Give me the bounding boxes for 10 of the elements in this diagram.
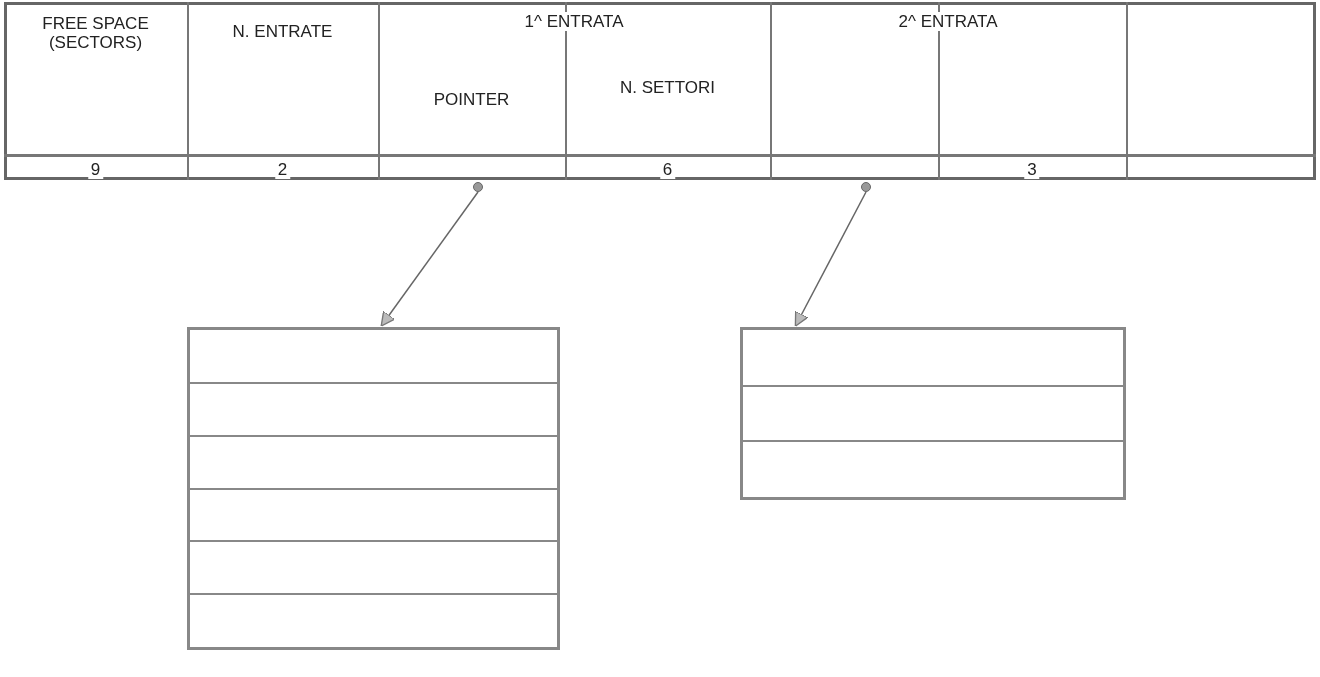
cell-value: 6 — [659, 160, 676, 179]
pointer-dot — [861, 182, 871, 192]
arrow — [794, 191, 867, 327]
cell-value: 9 — [87, 160, 104, 179]
arrow — [380, 191, 479, 327]
memory-block — [187, 327, 560, 650]
cell-value: 2 — [274, 160, 291, 179]
pointer-dot — [473, 182, 483, 192]
memory-block — [740, 327, 1126, 500]
cell-value: 3 — [1024, 160, 1040, 179]
